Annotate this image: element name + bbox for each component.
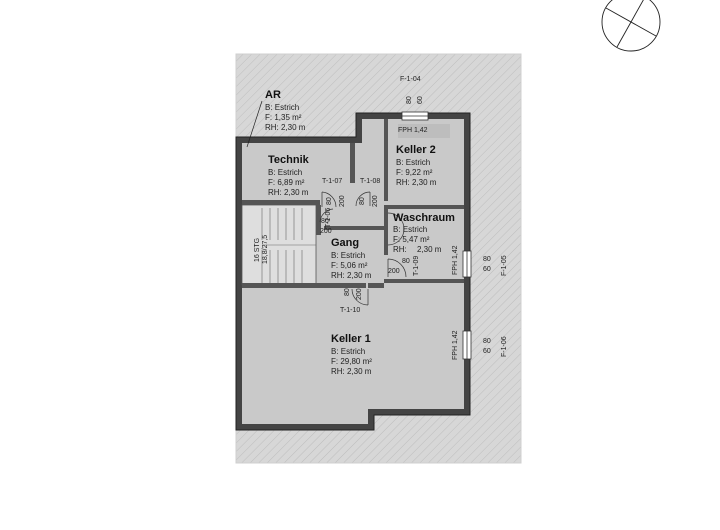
dim-f106-height: 60 [483,348,491,355]
room-height-technik: RH: 2,30 m [268,188,309,197]
dim-t110-height: 200 [356,288,363,300]
dim-f106-width: 80 [483,338,491,345]
window-label-f104: F-1-04 [400,76,421,83]
room-name-keller-2: Keller 2 [396,144,436,156]
room-height-keller-2: RH: 2,30 m [396,178,437,187]
dim-t110-width: 80 [344,288,351,296]
room-area-waschraum: F: 5,47 m² [393,235,430,244]
room-floor-waschraum: B: Estrich [393,225,428,234]
door-label-t110: T-1-10 [340,307,361,314]
room-area-technik: F: 6,89 m² [268,178,305,187]
north-arrow-icon [601,0,661,52]
window-fph-f106: FPH 1,42 [452,330,459,360]
room-name-waschraum: Waschraum [393,212,455,224]
room-height-prefix-waschraum: RH: [393,245,407,254]
room-height-gang: RH: 2,30 m [331,271,372,280]
room-height-ar: RH: 2,30 m [265,123,306,132]
interior-walls [242,119,464,288]
room-floor-technik: B: Estrich [268,168,303,177]
door-label-t109: T-1-09 [413,255,420,276]
dim-t108-height: 200 [372,195,379,207]
ar-leader-line [246,100,263,148]
dim-t107-height: 200 [339,195,346,207]
dim-t106-height: 200 [320,228,332,235]
room-floor-keller-1: B: Estrich [331,347,366,356]
room-height-keller-1: RH: 2,30 m [331,367,372,376]
room-name-ar: AR [265,89,281,101]
dim-f105-width: 80 [483,256,491,263]
room-name-gang: Gang [331,237,360,249]
dim-t109-height: 200 [388,268,400,275]
stair-ratio-label: 18,8/27,5 [262,234,269,264]
dim-f104-height: 60 [417,96,424,104]
room-height-waschraum: 2,30 m [417,245,442,254]
window-fph-f104: FPH 1,42 [398,127,428,134]
room-area-keller-2: F: 9,22 m² [396,168,433,177]
room-area-gang: F: 5,06 m² [331,261,368,270]
window-sill-shade [398,124,450,138]
door-swings [319,191,407,306]
windows [401,111,472,360]
window-label-f105: F-1-05 [501,255,508,276]
interior-floor [242,119,464,424]
room-floor-ar: B: Estrich [265,103,300,112]
window-fph-f105: FPH 1,42 [452,245,459,275]
room-area-keller-1: F: 29,80 m² [331,357,372,366]
dim-t107-width: 80 [326,197,333,205]
room-name-technik: Technik [268,154,309,166]
window-label-f106: F-1-06 [501,336,508,357]
room-floor-gang: B: Estrich [331,251,366,260]
room-area-ar: F: 1,35 m² [265,113,302,122]
dim-f105-height: 60 [483,266,491,273]
dim-f104-width: 80 [406,96,413,104]
door-label-t108: T-1-08 [360,178,381,185]
door-label-t107: T-1-07 [322,178,343,185]
room-floor-keller-2: B: Estrich [396,158,431,167]
dim-t108-width: 80 [359,197,366,205]
dim-t109-width: 80 [402,258,410,265]
room-name-keller-1: Keller 1 [331,333,371,345]
stair-treads [261,208,316,283]
dim-t106-width: 80 [321,218,329,225]
